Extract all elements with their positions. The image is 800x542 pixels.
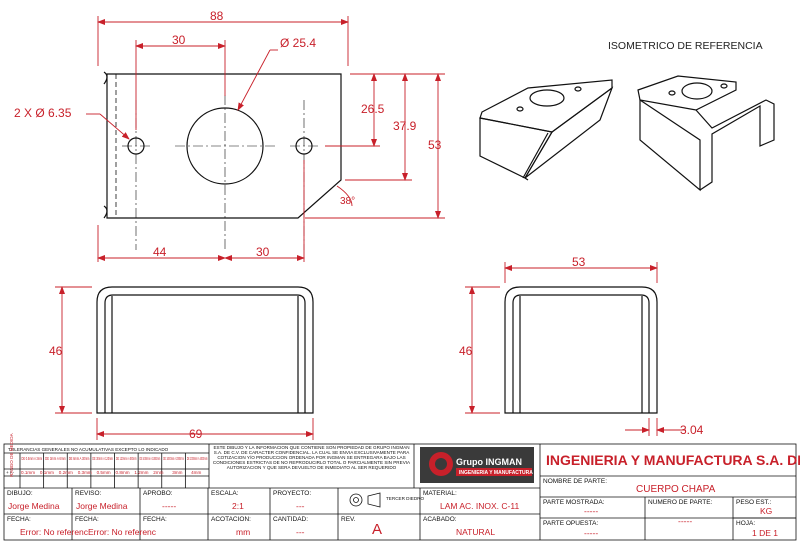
label-nombre-parte: NOMBRE DE PARTE:: [543, 478, 607, 485]
tolerance-header: TOLERANCIAS GENERALES NO ACUMULATIVAS EX…: [8, 447, 169, 452]
label-acotacion: ACOTACION:: [211, 516, 251, 523]
label-tercer-diedro: TERCER DIEDRO: [386, 496, 424, 501]
label-acabado: ACABADO:: [423, 516, 457, 523]
value-parte-mostrada: -----: [584, 506, 598, 516]
value-acotacion: mm: [236, 527, 250, 537]
tolerance-range: DE 120mm A 400mm: [116, 456, 137, 461]
dim-side-height: 46: [459, 344, 473, 358]
label-dibujo: DIBUJO:: [7, 490, 33, 497]
label-peso-est: PESO EST.:: [736, 499, 772, 506]
value-nombre-parte: CUERPO CHAPA: [636, 484, 716, 495]
tolerance-value: 0.1mm: [40, 470, 54, 475]
front-view: 46 69: [49, 286, 314, 441]
value-dibujo: Jorge Medina: [8, 501, 60, 511]
value-hoja: 1 DE 1: [752, 528, 778, 538]
third-angle-projection-icon: [349, 492, 381, 508]
value-parte-opuesta: -----: [584, 528, 598, 538]
dim-center-hole: Ø 25.4: [280, 36, 316, 50]
value-reviso: Jorge Medina: [76, 501, 128, 511]
top-view: 88 30 Ø 25.4 2 X Ø 6.35 26.5 37.9 53 38°…: [14, 9, 445, 262]
value-escala: 2:1: [232, 501, 244, 511]
label-aprobo: APROBO:: [143, 490, 173, 497]
tolerance-range: DE 1000mm A 2000mm: [163, 456, 184, 461]
label-proyecto: PROYECTO:: [273, 490, 311, 497]
dim-hole-offset: 30: [172, 33, 186, 47]
tolerance-range: DE 6mm A 30mm: [69, 456, 90, 461]
tolerance-range: DE 30mm A 120mm: [92, 456, 113, 461]
value-cantidad: ---: [296, 527, 305, 537]
tolerance-value: 4mm: [191, 470, 201, 475]
tolerance-value: 2mm: [153, 470, 163, 475]
dim-center-to-hole: 30: [256, 245, 270, 259]
dim-left-to-center: 44: [153, 245, 167, 259]
tolerance-value: 3mm: [172, 470, 182, 475]
label-reviso: REVISO:: [75, 490, 102, 497]
company-name: INGENIERIA Y MANUFACTURA S.A. DE C.V.: [546, 452, 800, 468]
label-hoja: HOJA:: [736, 520, 755, 527]
value-fecha-1: Error: No referenc: [20, 527, 89, 537]
dim-hole-height: 26.5: [361, 102, 385, 116]
logo-subtext: INGENIERIA Y MANUFACTURA: [459, 470, 533, 476]
dim-height-inner: 37.9: [393, 119, 417, 133]
value-material: LAM AC. INOX. C-11: [440, 501, 519, 511]
dim-side-width: 53: [572, 255, 586, 269]
label-material: MATERIAL:: [423, 490, 457, 497]
tolerance-value: 0.1mm: [21, 470, 35, 475]
isometric-views: ISOMETRICO DE REFERENCIA: [479, 40, 775, 192]
tolerance-range: DE 3mm A 6mm: [45, 456, 66, 461]
tolerance-range: DE 0.5mm A 3mm: [22, 456, 43, 461]
label-parte-opuesta: PARTE OPUESTA:: [543, 520, 598, 527]
label-cantidad: CANTIDAD:: [273, 516, 308, 523]
value-aprobo: -----: [162, 501, 176, 511]
dim-total-height: 53: [428, 138, 442, 152]
tolerance-value: 0.8mm: [116, 470, 130, 475]
dim-side-thickness: 3.04: [680, 423, 704, 437]
tolerance-value: 0.3mm: [78, 470, 92, 475]
tolerance-range: DE 400mm A 1000mm: [140, 456, 161, 461]
label-fecha-1: FECHA:: [7, 516, 31, 523]
tolerance-range: DE 2000mm A 4000mm: [187, 456, 208, 461]
dim-front-height: 46: [49, 344, 63, 358]
value-numero-parte: -----: [678, 516, 692, 526]
dim-front-width: 69: [189, 427, 203, 441]
title-block: TOLERANCIAS GENERALES NO ACUMULATIVAS EX…: [3, 432, 800, 541]
side-view: 53 46 3.04: [459, 255, 704, 437]
label-rev: REV.: [341, 516, 356, 523]
label-numero-parte: NUMERO DE PARTE:: [648, 499, 713, 506]
tolerance-value: 1.2mm: [134, 470, 148, 475]
tolerance-row-label: RANGO DE MEDIDA: [9, 432, 14, 477]
dim-angle: 38°: [340, 196, 355, 207]
dim-small-holes: 2 X Ø 6.35: [14, 106, 72, 120]
tolerance-sign: + / -: [6, 470, 15, 475]
dim-overall-width: 88: [210, 9, 224, 23]
label-fecha-3: FECHA:: [143, 516, 167, 523]
logo-text: Grupo INGMAN: [456, 457, 522, 467]
value-proyecto: ---: [296, 501, 305, 511]
value-peso-unit: KG: [760, 506, 772, 516]
label-escala: ESCALA:: [211, 490, 239, 497]
value-fecha-2: Error: No referenc: [88, 527, 157, 537]
value-rev: A: [372, 521, 382, 538]
value-acabado: NATURAL: [456, 527, 495, 537]
label-parte-mostrada: PARTE MOSTRADA:: [543, 499, 605, 506]
tolerance-value: 0.5mm: [97, 470, 111, 475]
confidential-notice: ESTE DIBUJO Y LA INFORMACION QUE CONTIEN…: [212, 445, 411, 470]
label-fecha-2: FECHA:: [75, 516, 99, 523]
isometric-title: ISOMETRICO DE REFERENCIA: [608, 40, 763, 52]
tolerance-value: 0.2mm: [59, 470, 73, 475]
